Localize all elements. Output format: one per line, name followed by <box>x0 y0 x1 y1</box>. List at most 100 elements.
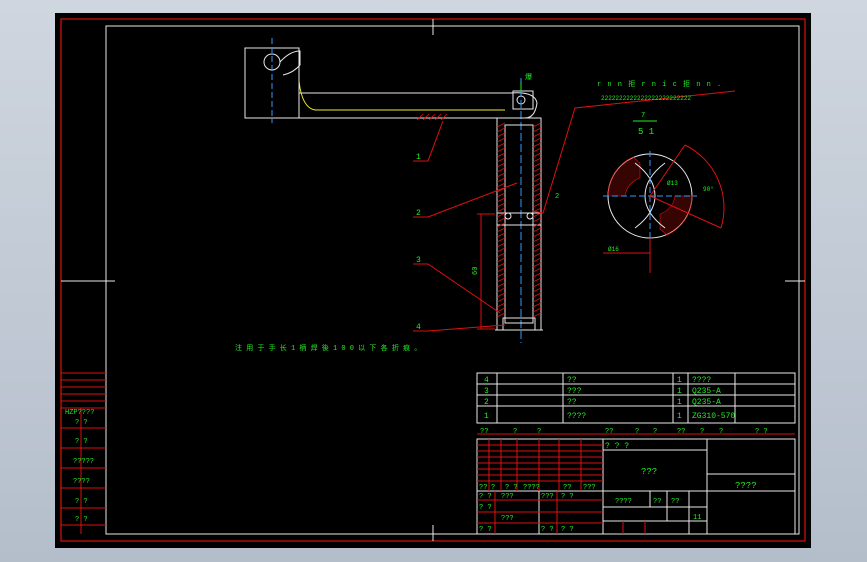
part-name-1: ??? <box>567 387 582 396</box>
knurl-line <box>496 297 506 303</box>
technical-note: 注 用 于 手 长 1 柄 焊 後 1 0 0 以 下 各 折 痕 。 <box>235 343 421 353</box>
knurl-line <box>496 237 506 243</box>
knurl-line <box>532 152 542 158</box>
sign-0-2: ??? <box>541 493 554 501</box>
rev-label-2: ? ? <box>505 484 518 492</box>
knurl-line <box>532 287 542 293</box>
parts-header-0: ?? <box>480 428 488 436</box>
knurl-line <box>532 252 542 258</box>
knurl-line <box>496 282 506 288</box>
parts-header-5: ? <box>653 428 657 436</box>
knurl-line <box>532 137 542 143</box>
knurl-line <box>532 277 542 283</box>
knurl-line <box>532 212 542 218</box>
parts-header-2: ? <box>537 428 541 436</box>
part-name-0: ?? <box>567 376 577 385</box>
rev-label-0: ?? <box>479 484 487 492</box>
part-no-3: 1 <box>484 412 489 421</box>
knurl-line <box>496 137 506 143</box>
parts-header-1: ? <box>513 428 517 436</box>
knurl-line <box>532 312 542 318</box>
parts-header-7: ? <box>700 428 704 436</box>
rev-label-3: ???? <box>523 484 540 492</box>
side-strip-text-2: ? ? <box>75 438 88 446</box>
side-strip-text-3: ????? <box>73 458 94 466</box>
knurl-line <box>532 247 542 253</box>
knurl-line <box>496 162 506 168</box>
knurl-line <box>496 147 506 153</box>
part-material-3: ZG310-570 <box>692 412 735 421</box>
leader-label-small: 2 <box>555 193 559 201</box>
callout-top: r n n 拒 r n i c 拒 n n . <box>597 79 722 89</box>
part-qty-0: 1 <box>677 376 682 385</box>
knurl-line <box>532 302 542 308</box>
knurl-line <box>532 122 542 128</box>
knurl-line <box>496 277 506 283</box>
part-no-0: 4 <box>484 376 489 385</box>
scale-label: ???? <box>615 498 632 506</box>
part-qty-3: 1 <box>677 412 682 421</box>
knurl-line <box>532 187 542 193</box>
dimension-length <box>477 213 495 330</box>
knurl-line <box>532 172 542 178</box>
leader-lines <box>413 90 736 332</box>
sign-0-1: ??? <box>501 493 514 501</box>
knurl-line <box>496 132 506 138</box>
side-strip-text-5: ? ? <box>75 498 88 506</box>
knurl-line <box>496 122 506 128</box>
rev-label-5: ??? <box>583 484 596 492</box>
sign-0-0: ? ? <box>479 493 492 501</box>
knurl-line <box>532 227 542 233</box>
drawing-name: ??? <box>641 467 657 477</box>
outer-border <box>60 18 806 542</box>
knurl-line <box>532 127 542 133</box>
parts-header-9: ? ? <box>755 428 768 436</box>
knurl-line <box>532 177 542 183</box>
part-qty-2: 1 <box>677 398 682 407</box>
knurl-line <box>532 282 542 288</box>
knurl-line <box>532 167 542 173</box>
sign-2-0: ? ? <box>479 526 492 534</box>
knurl-line <box>496 222 506 228</box>
knurl-line <box>532 132 542 138</box>
parts-header-8: ? <box>719 428 723 436</box>
knurl-line <box>496 212 506 218</box>
knurl-line <box>496 177 506 183</box>
rev-label-4: ?? <box>563 484 571 492</box>
knurl-line <box>496 142 506 148</box>
sign-2-1: ??? <box>501 515 514 523</box>
knurl-line <box>532 242 542 248</box>
leader-label-2: 2 <box>416 209 421 218</box>
project-code: ? ? ? <box>605 442 629 451</box>
side-strip-text-1: ? ? <box>75 419 88 427</box>
parts-header-4: ? <box>635 428 639 436</box>
section-dim-diag: Ø13 <box>667 180 678 187</box>
parts-header-3: ?? <box>605 428 613 436</box>
part-name-2: ?? <box>567 398 577 407</box>
knurl-line <box>496 312 506 318</box>
sign-0-3: ? ? <box>561 493 574 501</box>
knurl-line <box>496 187 506 193</box>
knurl-line <box>496 232 506 238</box>
knurl-line <box>496 267 506 273</box>
knurl-line <box>532 202 542 208</box>
section-dim-left: Ø16 <box>608 246 619 253</box>
knurl-line <box>532 192 542 198</box>
parts-list <box>476 372 796 424</box>
knurl-line <box>496 257 506 263</box>
knurl-line <box>532 182 542 188</box>
knurl-line <box>496 247 506 253</box>
knurl-line <box>496 157 506 163</box>
knurl-line <box>532 162 542 168</box>
knurl-line <box>532 307 542 313</box>
part-material-1: Q235-A <box>692 387 721 396</box>
side-strip <box>61 372 106 534</box>
knurl-line <box>496 217 506 223</box>
section-dim-angle: 90° <box>703 186 714 193</box>
knurl-line <box>532 262 542 268</box>
section-ratio-top: 7 <box>641 112 645 120</box>
knurl-line <box>496 252 506 258</box>
part-qty-1: 1 <box>677 387 682 396</box>
knurl-line <box>496 227 506 233</box>
cad-viewport[interactable]: HZP???? ? ? ? ? ????? ???? ? ? ? ? <box>55 13 811 548</box>
